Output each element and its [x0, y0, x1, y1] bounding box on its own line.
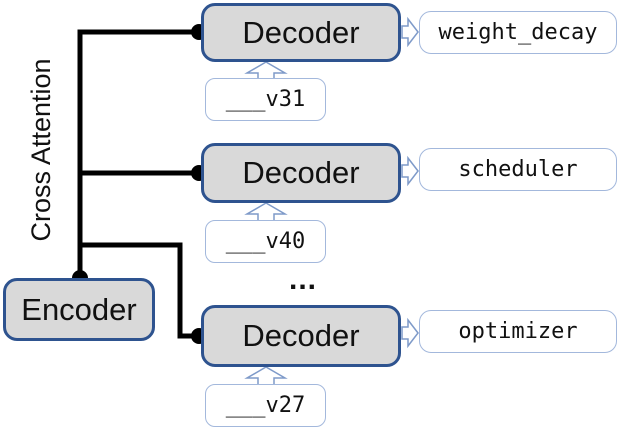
- input-label: ___v27: [225, 393, 306, 418]
- up-arrow-icon-row1: [244, 61, 288, 80]
- input-box-row3: ___v27: [205, 384, 326, 427]
- decoder-label: Decoder: [242, 14, 360, 50]
- output-label: weight_decay: [438, 20, 598, 45]
- cross-attention-trunk-line: [77, 29, 199, 278]
- encoder-node: Encoder: [3, 278, 155, 341]
- output-box-row2: scheduler: [419, 148, 617, 191]
- output-label: scheduler: [458, 157, 578, 182]
- input-label: ___v31: [225, 87, 306, 112]
- cross-attention-label: Cross Attention: [26, 58, 56, 242]
- ellipsis-label: ...: [288, 263, 317, 296]
- right-arrow-icon-row2: [401, 155, 419, 187]
- decoder-node-row1: Decoder: [201, 3, 401, 62]
- up-arrow-icon-row2: [244, 202, 288, 222]
- encoder-label: Encoder: [21, 291, 137, 327]
- right-arrow-icon-row1: [401, 16, 419, 48]
- output-box-row3: optimizer: [419, 310, 617, 353]
- output-label: optimizer: [458, 319, 578, 344]
- up-arrow-icon-row3: [244, 366, 288, 386]
- branch-line-row3: [80, 242, 199, 339]
- decoder-label: Decoder: [242, 155, 360, 190]
- input-box-row1: ___v31: [205, 78, 326, 121]
- right-arrow-icon-row3: [401, 317, 419, 349]
- decoder-node-row2: Decoder: [201, 143, 401, 203]
- decoder-node-row3: Decoder: [201, 305, 401, 367]
- input-label: ___v40: [225, 229, 306, 254]
- decoder-label: Decoder: [242, 318, 360, 353]
- output-box-row1: weight_decay: [419, 11, 617, 54]
- input-box-row2: ___v40: [205, 220, 326, 263]
